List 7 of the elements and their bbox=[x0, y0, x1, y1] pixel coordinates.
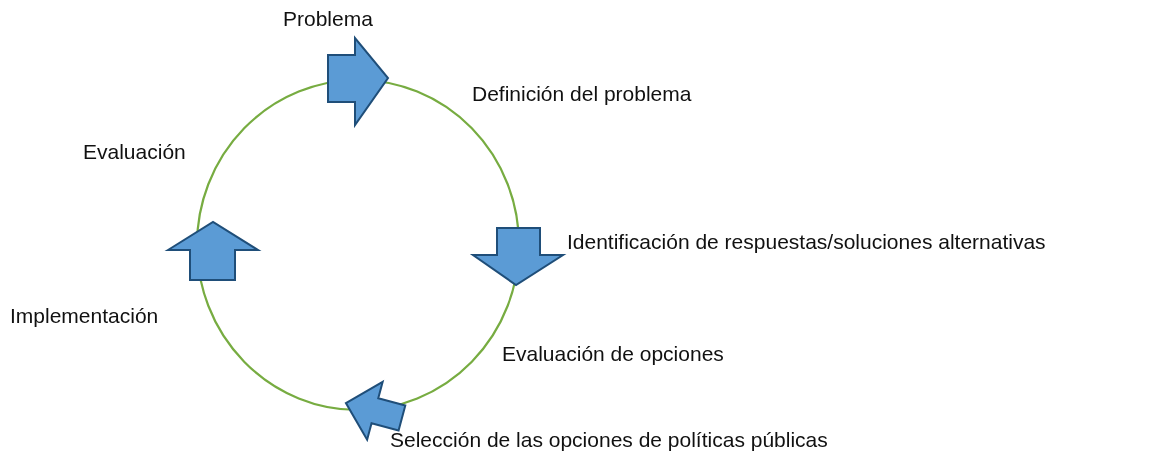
stage-label: Evaluación de opciones bbox=[502, 341, 724, 367]
stage-label: Implementación bbox=[10, 303, 159, 329]
stage-label: Evaluación bbox=[83, 139, 186, 165]
stage-label: Identificación de respuestas/soluciones alternativas bbox=[567, 229, 1046, 255]
stage-label: Selección de las opciones de políticas públicas bbox=[390, 427, 828, 453]
stage-label: Definición del problema bbox=[472, 81, 692, 107]
stage-label: Problema bbox=[283, 6, 373, 32]
